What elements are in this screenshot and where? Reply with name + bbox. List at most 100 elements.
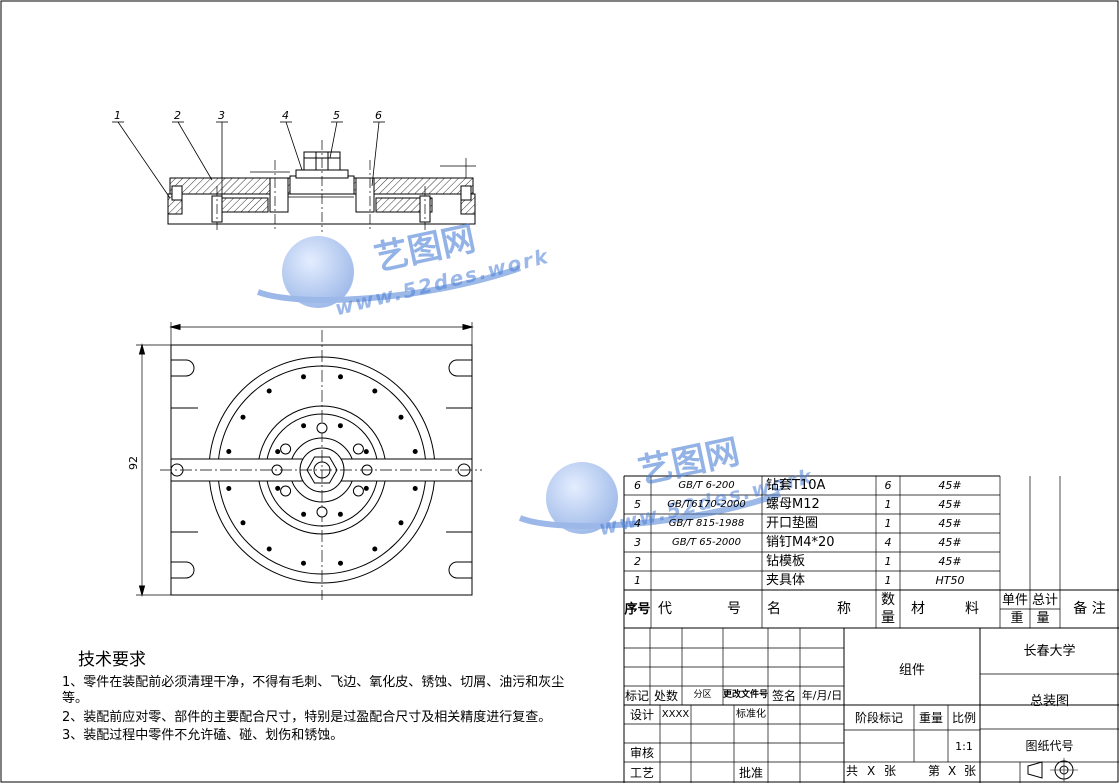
- leader-1: [117, 121, 171, 199]
- center-post-left: [269, 177, 289, 213]
- tb-sheet-x: X: [948, 764, 957, 778]
- plate-pin-hole: [301, 423, 307, 429]
- bom-cell-qty: 6: [884, 479, 892, 492]
- pin-left: [171, 185, 183, 201]
- bom-header-weight: 重 量: [1010, 611, 1050, 626]
- bom-cell-no: 3: [634, 536, 641, 549]
- plate-pin-hole: [363, 485, 369, 491]
- drill-bushing-hole: [280, 443, 292, 455]
- tb-check: 审核: [629, 745, 654, 760]
- tb-scale-label: 比例: [951, 710, 976, 725]
- leader-5: [329, 121, 338, 159]
- tb-total-sheets-x: X: [867, 764, 876, 778]
- ring-hole: [412, 449, 418, 454]
- ring-hole: [301, 560, 306, 566]
- drill-bushing-hole: [352, 443, 364, 455]
- plate-pin-hole: [363, 449, 369, 455]
- leader-6: [371, 121, 380, 187]
- drill-bushing-hole: [280, 485, 292, 497]
- tb-drawing-code: 图纸代号: [1025, 738, 1074, 753]
- tb-drawing-name: 总装图: [1029, 694, 1069, 709]
- tb-stage: 阶段标记: [854, 710, 903, 725]
- bom-cell-no: 2: [634, 555, 641, 568]
- tb-sheet-b: 张: [964, 764, 977, 778]
- title-block-lines: [624, 628, 1119, 783]
- ring-hole: [338, 560, 343, 566]
- bom-cell-material: 45#: [938, 498, 962, 511]
- front-section-view: [167, 140, 476, 232]
- balloon-2: 2: [174, 109, 181, 122]
- bom-header-no: 序号: [624, 601, 651, 617]
- bom-cell-qty: 1: [884, 574, 892, 587]
- pin-right: [460, 185, 472, 201]
- ring-hole: [266, 546, 272, 552]
- bom-header-qty-b: 量: [881, 610, 895, 626]
- ring-hole: [266, 388, 272, 394]
- tb-sign: 签名: [771, 688, 796, 703]
- tb-total-sheets-a: 共: [846, 764, 859, 778]
- balloon-leaders: [112, 121, 385, 204]
- ring-hole: [398, 414, 404, 420]
- bom-cell-name: 钻模板: [766, 554, 806, 569]
- tb-total-sheets-b: 张: [884, 764, 897, 778]
- bom-cell-name: 销钉M4*20: [766, 535, 835, 550]
- slot-top-left: [171, 359, 195, 377]
- plate-pin-hole: [337, 511, 343, 517]
- bom-header-remark: 备 注: [1073, 601, 1106, 617]
- tb-assembly: 组件: [898, 662, 925, 678]
- bom-cell-code: GB/T6170-2000: [667, 498, 746, 510]
- tb-date: 年/月/日: [801, 689, 843, 702]
- plate-pin-hole: [275, 485, 281, 491]
- bom-header-code-b: 号: [727, 601, 741, 617]
- bom-header-code-a: 代: [658, 601, 672, 617]
- balloon-6: 6: [375, 109, 382, 122]
- center-post-right: [355, 177, 375, 213]
- ring-hole: [301, 374, 306, 380]
- bom-cell-name: 夹具体: [766, 573, 806, 588]
- bom-cell-code: GB/T 815-1988: [668, 517, 745, 529]
- drill-bushing-hole: [316, 506, 328, 518]
- ring-hole: [372, 388, 378, 394]
- bom-cell-qty: 4: [884, 536, 892, 549]
- tb-designer: XXXX: [661, 708, 690, 720]
- tech-requirements-title: 技术要求: [78, 650, 146, 670]
- tb-process: 工艺: [629, 765, 654, 780]
- tech-requirement-1-cont: 等。: [62, 691, 89, 706]
- bom-header-name-a: 名: [767, 601, 781, 617]
- slot-bottom-right: [448, 561, 472, 579]
- slot-bottom-left: [171, 561, 195, 579]
- dimension-height-label: 92: [127, 456, 140, 470]
- tb-zone: 分区: [693, 690, 712, 700]
- leader-4: [285, 121, 303, 171]
- bom-header-name-b: 称: [837, 601, 851, 617]
- bom-cell-no: 1: [634, 574, 641, 587]
- bom-cell-material: 45#: [938, 555, 962, 568]
- slot-top-right: [448, 359, 472, 377]
- bom-header-qty-a: 数: [881, 592, 895, 608]
- tb-mark: 标记: [624, 688, 649, 703]
- tech-requirement-3: 3、装配过程中零件不允许磕、碰、划伤和锈蚀。: [62, 728, 344, 743]
- bom-cell-name: 螺母M12: [766, 497, 820, 512]
- ring-hole: [398, 520, 404, 526]
- plate-pin-hole: [275, 449, 281, 455]
- projection-symbol: [1027, 758, 1078, 782]
- tb-scale: 1:1: [955, 739, 973, 753]
- bom-cell-code: [651, 571, 762, 590]
- watermark-logo-lower: [518, 462, 782, 534]
- bom-cell-qty: 1: [884, 555, 892, 568]
- balloon-1: 1: [114, 109, 121, 122]
- ring-hole: [240, 414, 246, 420]
- bom-cell-code: [651, 552, 762, 571]
- body-inner-right-hatch: [375, 197, 433, 213]
- bom-cell-code: GB/T 6-200: [678, 479, 735, 491]
- balloon-5: 5: [333, 109, 340, 122]
- balloon-4: 4: [282, 109, 289, 122]
- bom-cell-material: 45#: [938, 536, 962, 549]
- bom-header-mat-a: 材: [911, 601, 925, 617]
- bom-cell-material: HT50: [935, 574, 965, 587]
- bom-cell-qty: 1: [884, 498, 892, 511]
- tb-count: 处数: [653, 688, 678, 703]
